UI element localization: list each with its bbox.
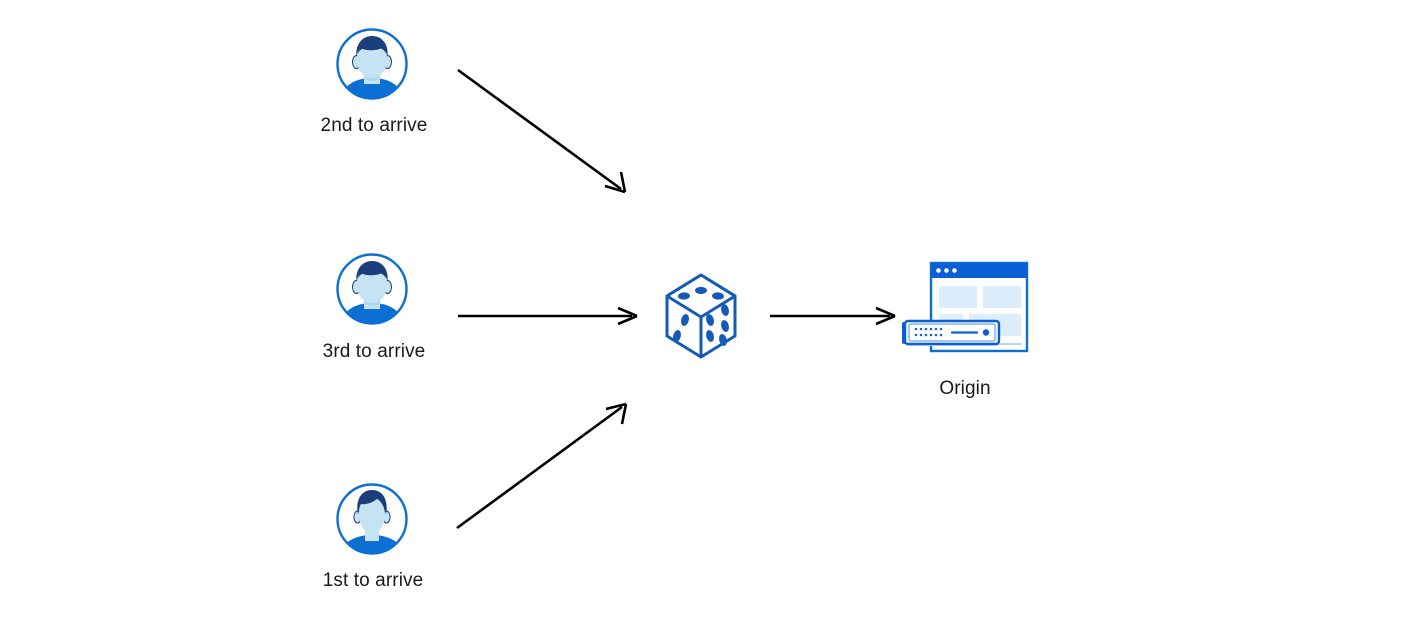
arrow-balancer-to-origin	[770, 306, 896, 326]
arrow-3rd-to-balancer	[458, 306, 638, 326]
node-label-client-2nd: 2nd to arrive	[320, 115, 428, 136]
origin-server-icon	[897, 258, 1037, 358]
node-label-client-1st: 1st to arrive	[322, 570, 424, 591]
node-label-client-3rd: 3rd to arrive	[322, 341, 426, 362]
dice-icon	[663, 272, 739, 360]
node-label-origin: Origin	[939, 378, 991, 399]
node-load-balancer[interactable]	[663, 272, 739, 360]
arrow-1st-to-balancer	[456, 402, 628, 530]
user-avatar-female-icon	[334, 481, 410, 557]
user-avatar-male-icon	[334, 251, 410, 327]
user-avatar-male-icon	[334, 26, 410, 102]
arrow-2nd-to-balancer	[457, 68, 627, 194]
server-device-icon	[902, 319, 1001, 346]
